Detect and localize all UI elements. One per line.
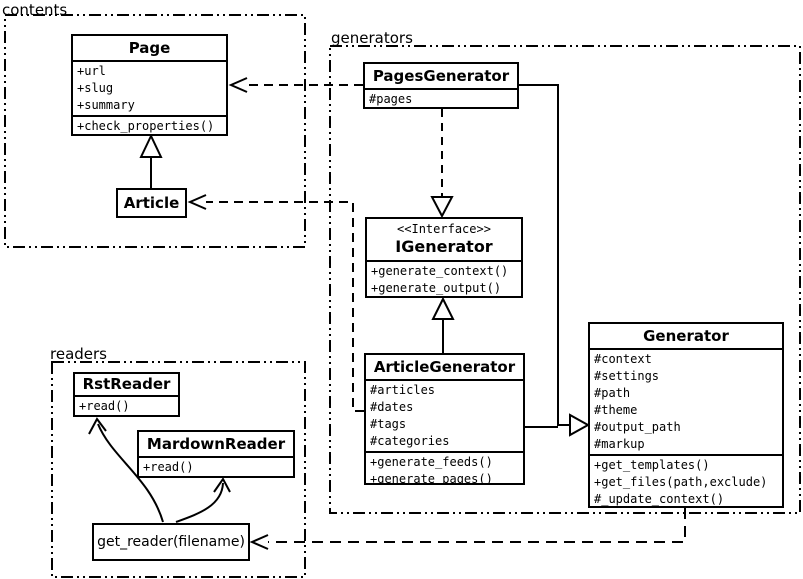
- attribute: #categories: [370, 434, 450, 448]
- class-article-title: Article: [123, 194, 180, 212]
- class-pagesgenerator-attributes: #pages: [365, 88, 517, 107]
- class-generator-title: Generator: [643, 327, 729, 345]
- class-generator-methods: +get_templates() +get_files(path,exclude…: [590, 454, 782, 506]
- class-generator-attributes: #context #settings #path #theme #output_…: [590, 348, 782, 454]
- function-get-reader-label: get_reader(filename): [97, 534, 245, 550]
- attribute: #tags: [370, 417, 407, 431]
- contents-package-frame: [4, 14, 306, 248]
- articlegenerator-to-igenerator-inheritance-triangle: [431, 296, 455, 320]
- method: +check_properties(): [77, 119, 215, 133]
- pagesgenerator-to-page-dependency-arrowhead: [228, 77, 248, 93]
- class-pagesgenerator-title: PagesGenerator: [372, 67, 510, 85]
- generator-to-getreader-dependency-line: [268, 508, 686, 543]
- readers-package-label: readers: [50, 345, 107, 363]
- attribute: +url: [77, 64, 106, 78]
- method: +get_files(path,exclude): [594, 475, 768, 489]
- class-article: Article: [116, 188, 187, 218]
- class-mardownreader-title: MardownReader: [146, 435, 286, 453]
- attribute: #output_path: [594, 420, 681, 434]
- class-articlegenerator-methods: +generate_feeds() +generate_pages(): [366, 451, 523, 485]
- attribute: +slug: [77, 81, 114, 95]
- class-page-title: Page: [128, 39, 171, 57]
- class-igenerator-methods: +generate_context() +generate_output(): [367, 260, 521, 296]
- pagesgenerator-to-igenerator-realization-triangle: [430, 196, 454, 219]
- generator-to-getreader-dependency-arrowhead: [249, 534, 269, 550]
- class-articlegenerator: ArticleGenerator #articles #dates #tags …: [364, 353, 525, 485]
- attribute: +summary: [77, 98, 135, 112]
- articlegenerator-to-article-dependency-line: [206, 201, 364, 412]
- attribute: #settings: [594, 369, 660, 383]
- class-igenerator-name: IGenerator: [395, 237, 493, 256]
- getreader-to-rstreader-arrowhead: [88, 417, 107, 435]
- class-page-methods: +check_properties(): [73, 115, 226, 134]
- attribute: #context: [594, 352, 652, 366]
- attribute: #path: [594, 386, 631, 400]
- method: +get_templates(): [594, 458, 710, 472]
- method: +generate_context(): [371, 264, 509, 278]
- class-igenerator: <<Interface>> IGenerator +generate_conte…: [365, 217, 523, 298]
- article-to-page-inheritance-triangle: [139, 133, 163, 158]
- method: +read(): [143, 460, 194, 474]
- class-articlegenerator-attributes: #articles #dates #tags #categories: [366, 379, 523, 451]
- generators-package-frame: [329, 45, 801, 514]
- generators-package-label: generators: [331, 29, 413, 47]
- class-rstreader-title: RstReader: [82, 375, 171, 393]
- method: +read(): [79, 399, 130, 413]
- getreader-to-mardownreader-association-curve: [175, 482, 224, 523]
- method: +generate_pages(): [370, 472, 493, 485]
- articlegenerator-to-article-dependency-arrowhead: [187, 194, 207, 210]
- pagesgenerator-to-generator-inheritance-line: [519, 84, 570, 426]
- attribute: #pages: [369, 92, 413, 106]
- class-mardownreader: MardownReader +read(): [137, 430, 295, 478]
- attribute: #theme: [594, 403, 638, 417]
- class-generator: Generator #context #settings #path #them…: [588, 322, 784, 508]
- method: #_update_context(): [594, 492, 725, 506]
- contents-package-label: contents: [2, 1, 68, 19]
- function-get-reader: get_reader(filename): [92, 523, 250, 561]
- readers-package-frame: [51, 361, 306, 578]
- class-page: Page +url +slug +summary +check_properti…: [71, 34, 228, 136]
- attribute: #dates: [370, 400, 414, 414]
- attribute: #articles: [370, 383, 436, 397]
- interface-stereotype: <<Interface>>: [397, 222, 491, 236]
- class-rstreader-methods: +read(): [75, 395, 178, 415]
- class-pagesgenerator: PagesGenerator #pages: [363, 62, 519, 109]
- class-page-attributes: +url +slug +summary: [73, 60, 226, 115]
- generator-inheritance-triangle: [569, 413, 591, 437]
- class-articlegenerator-title: ArticleGenerator: [373, 358, 516, 376]
- class-mardownreader-methods: +read(): [139, 456, 293, 476]
- method: +generate_output(): [371, 281, 502, 295]
- class-igenerator-title: <<Interface>> IGenerator: [367, 219, 521, 260]
- attribute: #markup: [594, 437, 645, 451]
- class-rstreader: RstReader +read(): [73, 372, 180, 417]
- getreader-to-rstreader-association-curve: [97, 423, 164, 523]
- method: +generate_feeds(): [370, 455, 493, 469]
- getreader-to-mardownreader-arrowhead: [213, 477, 231, 493]
